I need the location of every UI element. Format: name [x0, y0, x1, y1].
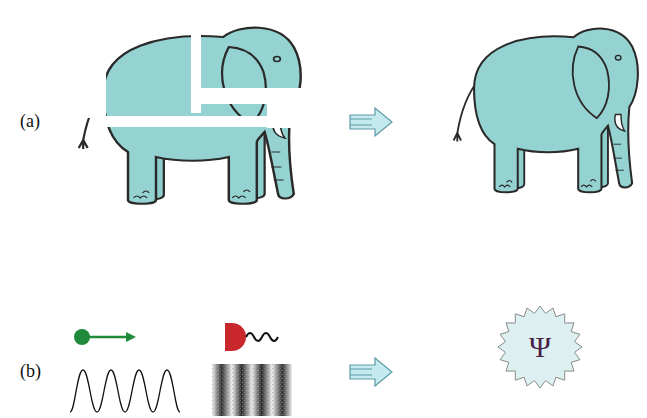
panel-label: (b) [20, 361, 41, 382]
starburst-node: Ψ [496, 304, 584, 390]
node-text: Ψ [529, 330, 551, 364]
panel-label: (a) [20, 111, 40, 132]
